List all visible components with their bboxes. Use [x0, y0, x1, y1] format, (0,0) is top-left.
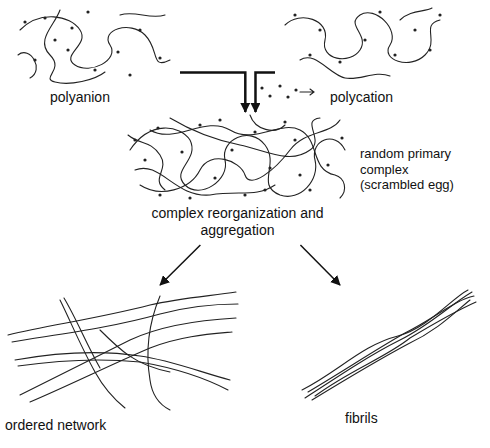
network-strand [12, 304, 238, 342]
counterion-dots [23, 10, 161, 76]
polycation-chain [285, 13, 440, 63]
fibril-strand [312, 300, 470, 400]
released-counterions [260, 84, 297, 98]
polycation-chain [300, 8, 432, 79]
arrow-connector [160, 245, 200, 285]
fibril-strand [315, 302, 476, 396]
polyanion-chain [45, 10, 105, 83]
node-label: polyanion [50, 89, 160, 106]
network-strand [100, 330, 170, 372]
arrow-connector [300, 245, 340, 285]
network-strand [15, 353, 230, 380]
network-strand [30, 332, 232, 402]
polyanion-chain [20, 17, 170, 68]
complex-chain [130, 128, 345, 196]
node-label: fibrils [345, 410, 425, 427]
network-strand [20, 318, 236, 395]
node-label: complex reorganization and aggregation [125, 205, 350, 239]
counterion-dots [133, 118, 343, 199]
diagram-node: polyanion [10, 5, 180, 109]
arrow-connector [255, 72, 275, 112]
fibril-strand [302, 290, 468, 390]
arrow-connector [180, 72, 245, 112]
diagram-node: polycation [275, 5, 450, 109]
node-label: random primary complex (scrambled egg) [360, 146, 468, 193]
node-label: polycation [330, 89, 440, 106]
diagram-node: ordered network [5, 285, 240, 440]
counterion-release-arrow [300, 89, 314, 95]
complex-chain [128, 115, 285, 190]
complex-chain [135, 168, 275, 195]
node-label: ordered network [5, 417, 165, 434]
fibril-strand [308, 296, 474, 392]
complex-chain [170, 118, 320, 156]
diagram-node: random primary complex (scrambled egg) co… [120, 112, 471, 245]
polyanion-chain [18, 14, 165, 78]
network-strand [8, 292, 236, 335]
network-strand [148, 296, 170, 410]
diagram-node: fibrils [290, 285, 480, 430]
network-strand [64, 298, 100, 368]
network-strand [18, 360, 228, 390]
counterion-dots [293, 10, 441, 63]
